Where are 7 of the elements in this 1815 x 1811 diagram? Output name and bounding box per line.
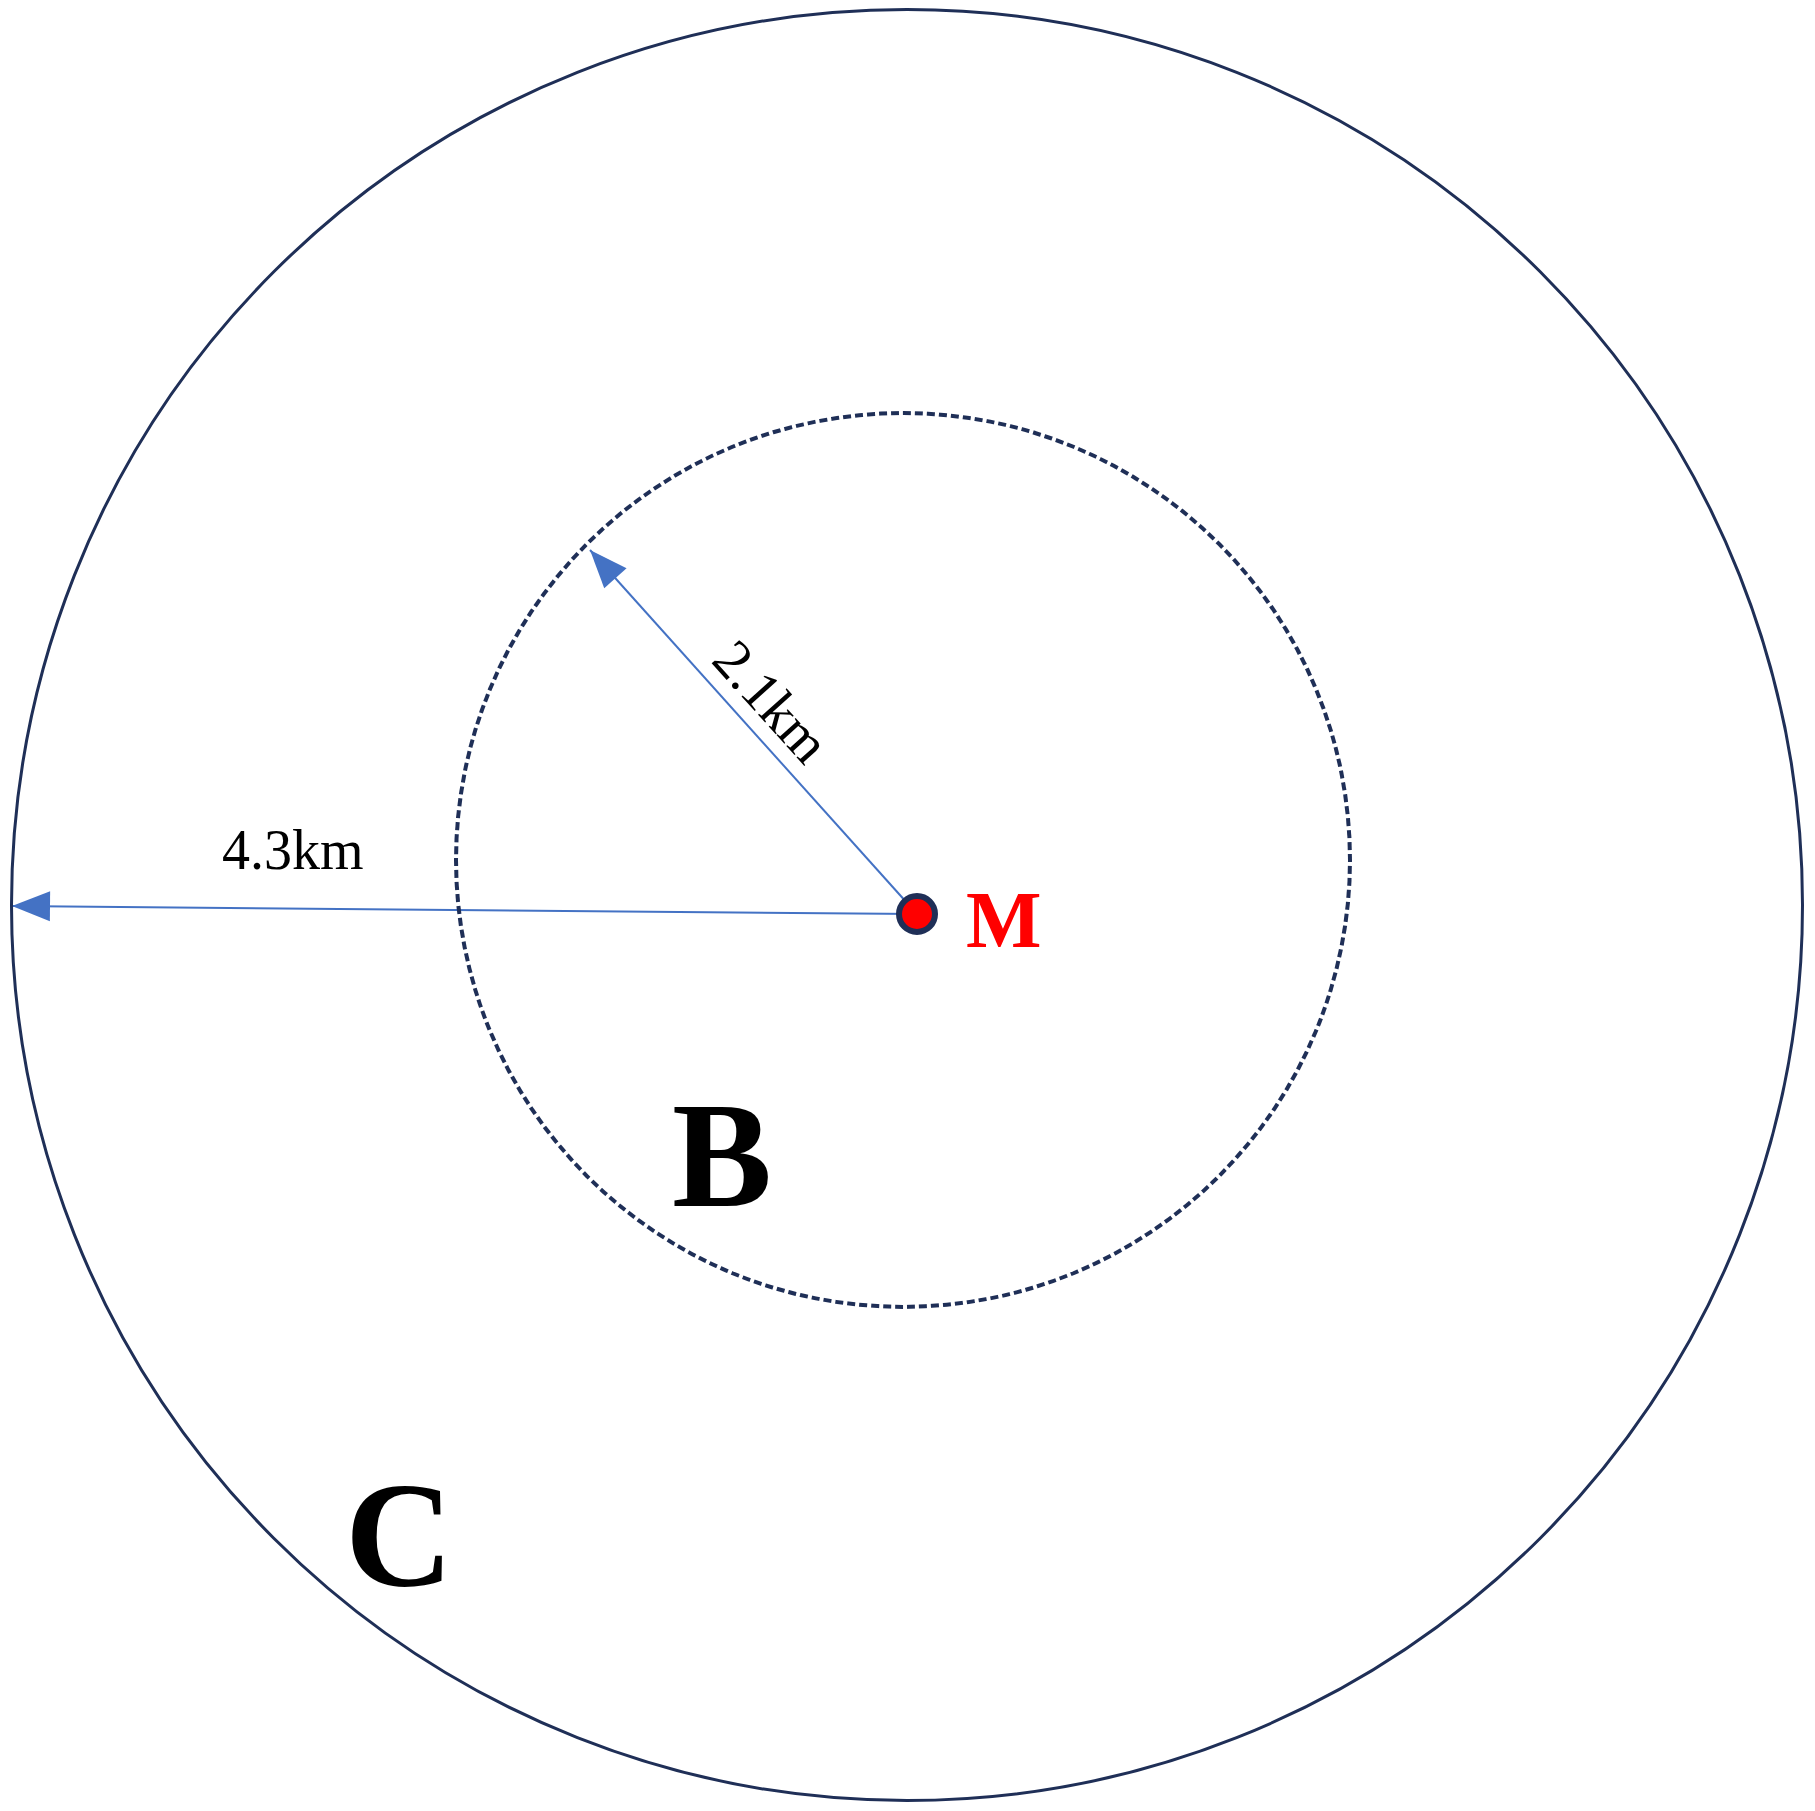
- region-letter: B: [672, 1080, 773, 1230]
- circle-boundary: [10, 8, 1804, 1802]
- dimension-label: 4.3km: [222, 822, 364, 878]
- region-letter: C: [345, 1460, 454, 1610]
- point-label: M: [966, 880, 1042, 960]
- dashed-circle: [454, 411, 1352, 1309]
- location-dot: [896, 893, 938, 935]
